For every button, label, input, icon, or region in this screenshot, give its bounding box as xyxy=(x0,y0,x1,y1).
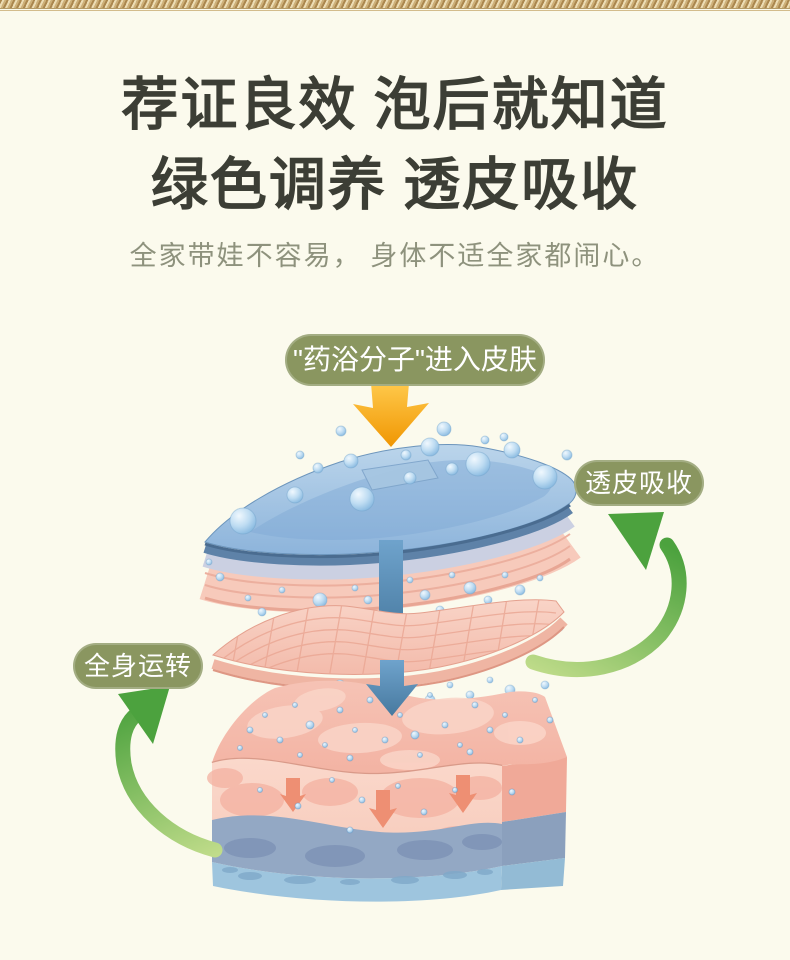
label-body-circulation: 全身运转 xyxy=(73,643,203,689)
tissue-diffusion-arrows xyxy=(280,775,477,828)
orange-down-arrow-icon xyxy=(353,383,429,447)
label-absorb-text: 透皮吸收 xyxy=(584,468,693,498)
green-curved-arrow-right-icon xyxy=(525,512,687,677)
blue-down-arrow-icon-2 xyxy=(366,660,418,716)
page-title: 荐证良效 泡后就知道 绿色调养 透皮吸收 xyxy=(0,66,790,226)
epidermis-layer xyxy=(199,444,581,613)
absorbed-droplets xyxy=(237,692,554,834)
subtitle: 全家带娃不容易， 身体不适全家都闹心。 xyxy=(129,241,661,271)
label-molecule-entry: "药浴分子"进入皮肤 xyxy=(285,334,545,386)
label-circulate-text: 全身运转 xyxy=(83,651,192,681)
label-transdermal-absorb: 透皮吸收 xyxy=(574,460,704,506)
molecule-droplets-upper xyxy=(244,571,564,632)
green-curved-arrow-left-icon xyxy=(115,686,223,858)
blue-down-arrow-icon xyxy=(379,540,403,640)
dermis-mesh-layer xyxy=(211,599,568,691)
decorative-frame-border xyxy=(0,0,790,11)
title-line-2: 绿色调养 透皮吸收 xyxy=(150,154,640,217)
water-bubbles xyxy=(205,421,573,582)
molecule-droplets-lower xyxy=(266,676,550,706)
subcutis-block xyxy=(207,680,567,902)
label-molecule-entry-text: "药浴分子"进入皮肤 xyxy=(293,344,537,375)
title-line-1: 荐证良效 泡后就知道 xyxy=(121,74,669,137)
